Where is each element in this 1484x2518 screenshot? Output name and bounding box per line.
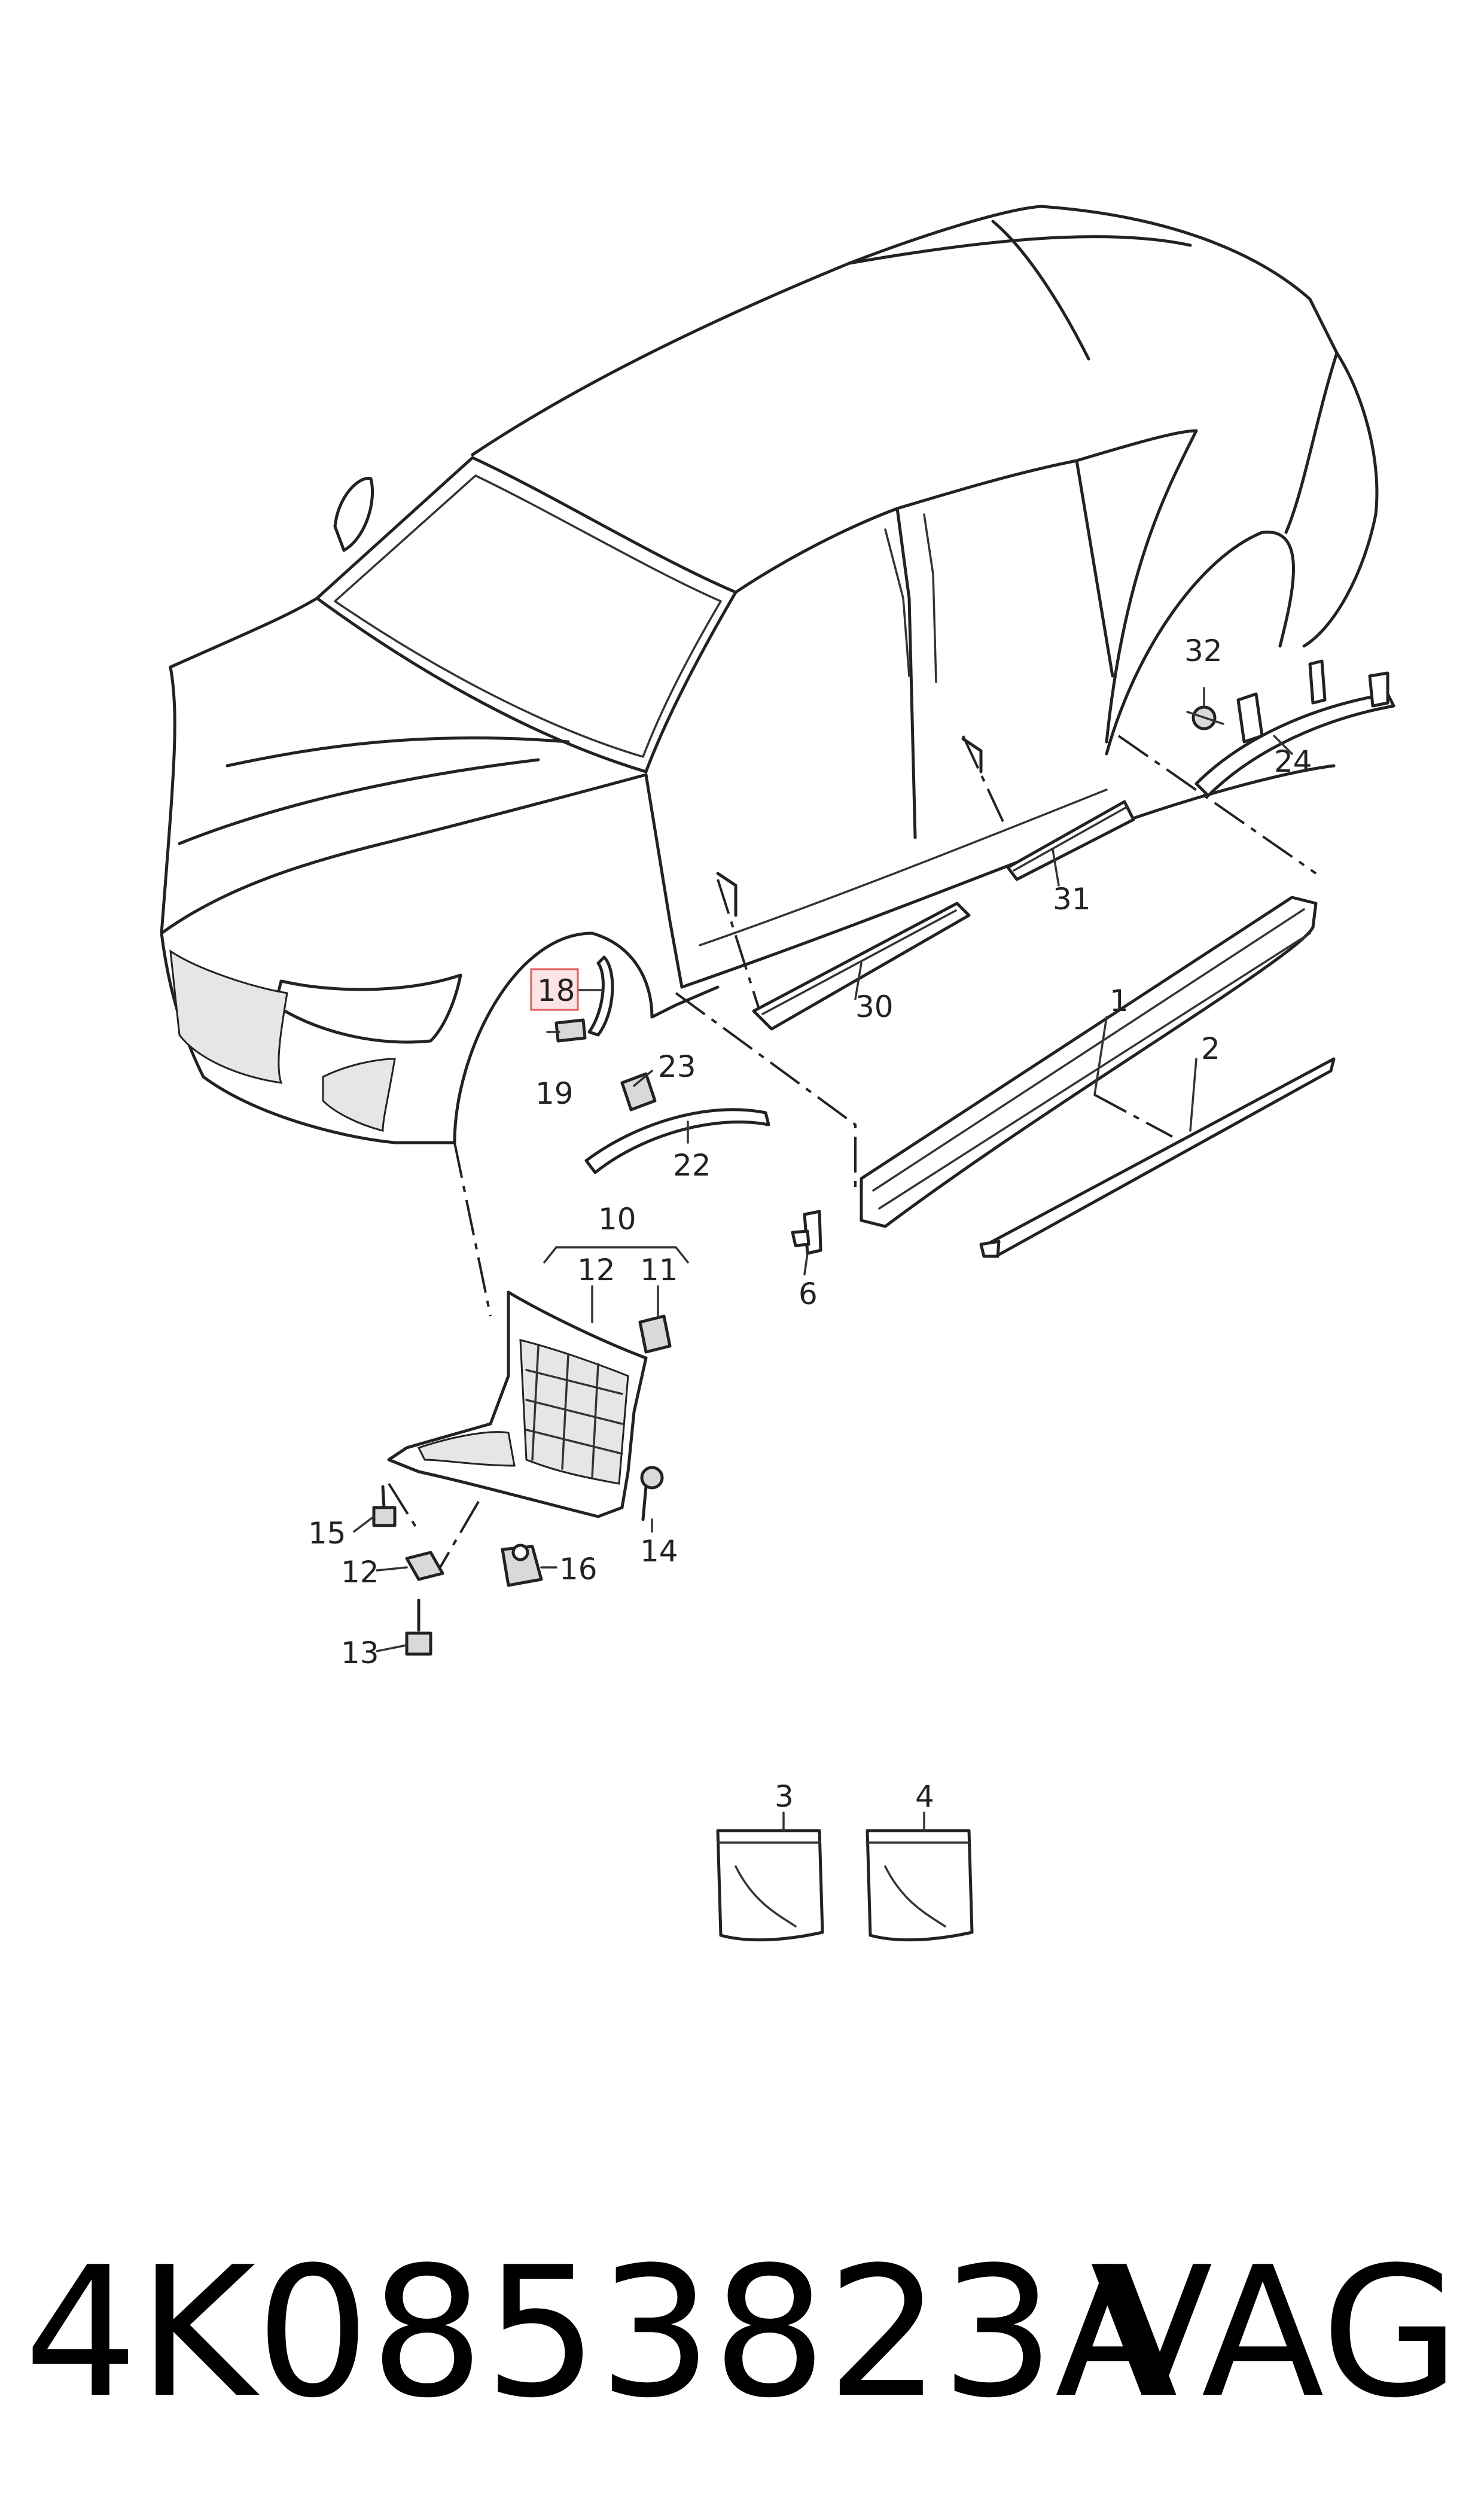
screw-part-14 (640, 1466, 664, 1521)
callout-18-highlight (530, 968, 579, 1011)
car-body-illustration (160, 205, 1379, 1144)
callout-32: 32 (1184, 634, 1223, 668)
callout-labels: 1 2 30 31 24 32 18 19 23 22 6 10 12 11 1… (308, 634, 1312, 1814)
arch-trim-part-18 (587, 955, 614, 1037)
callout-10: 10 (598, 1202, 636, 1237)
callout-23: 23 (658, 1049, 696, 1084)
callout-1: 1 (1110, 984, 1129, 1018)
rivet-part-19 (546, 1018, 587, 1043)
bolt-part-13 (405, 1599, 432, 1656)
clip-part-32 (1186, 705, 1224, 730)
leader-lines (388, 735, 1317, 1575)
callout-12-bottom: 12 (341, 1555, 379, 1590)
callout-19: 19 (535, 1076, 574, 1111)
side-sill-part-1 (860, 896, 1318, 1228)
callout-18: 18 (537, 973, 575, 1008)
expanding-nut-part-16 (501, 1543, 543, 1587)
callout-2: 2 (1201, 1031, 1220, 1066)
bag-part-3 (716, 1829, 824, 1942)
bag-part-4 (866, 1829, 974, 1942)
part-number: 4K0853823A (24, 2228, 1178, 2437)
callout-12-top: 12 (577, 1253, 615, 1287)
parts-diagram: 1 2 30 31 24 32 18 19 23 22 6 10 12 11 1… (160, 205, 1395, 1942)
callout-15: 15 (308, 1516, 346, 1551)
callout-16: 16 (559, 1552, 598, 1587)
clip-part-11 (638, 1314, 672, 1354)
clip-part-23 (620, 1072, 657, 1112)
callout-14: 14 (640, 1534, 678, 1569)
bracket-part-6 (791, 1210, 822, 1255)
callout-11: 11 (640, 1253, 678, 1287)
clip-nut-part-12 (405, 1551, 444, 1581)
bolt-part-15 (372, 1485, 397, 1527)
callout-leaders (353, 687, 1293, 1832)
callout-6: 6 (799, 1277, 818, 1311)
wheel-housing-liner-part-10 (387, 1290, 648, 1518)
bracket-part-24 (1194, 659, 1395, 797)
callout-30: 30 (855, 989, 894, 1024)
callout-24: 24 (1274, 744, 1312, 779)
callout-22: 22 (673, 1148, 711, 1183)
callout-13: 13 (341, 1636, 379, 1670)
callout-3: 3 (775, 1779, 794, 1814)
moulding-strip-part-2 (979, 1057, 1336, 1258)
sill-trim-part-31 (1006, 800, 1135, 881)
callout-31: 31 (1053, 882, 1091, 917)
callout-4: 4 (915, 1779, 934, 1814)
arch-moulding-part-22 (584, 1108, 770, 1174)
brand-label: VAG (1090, 2228, 1460, 2437)
